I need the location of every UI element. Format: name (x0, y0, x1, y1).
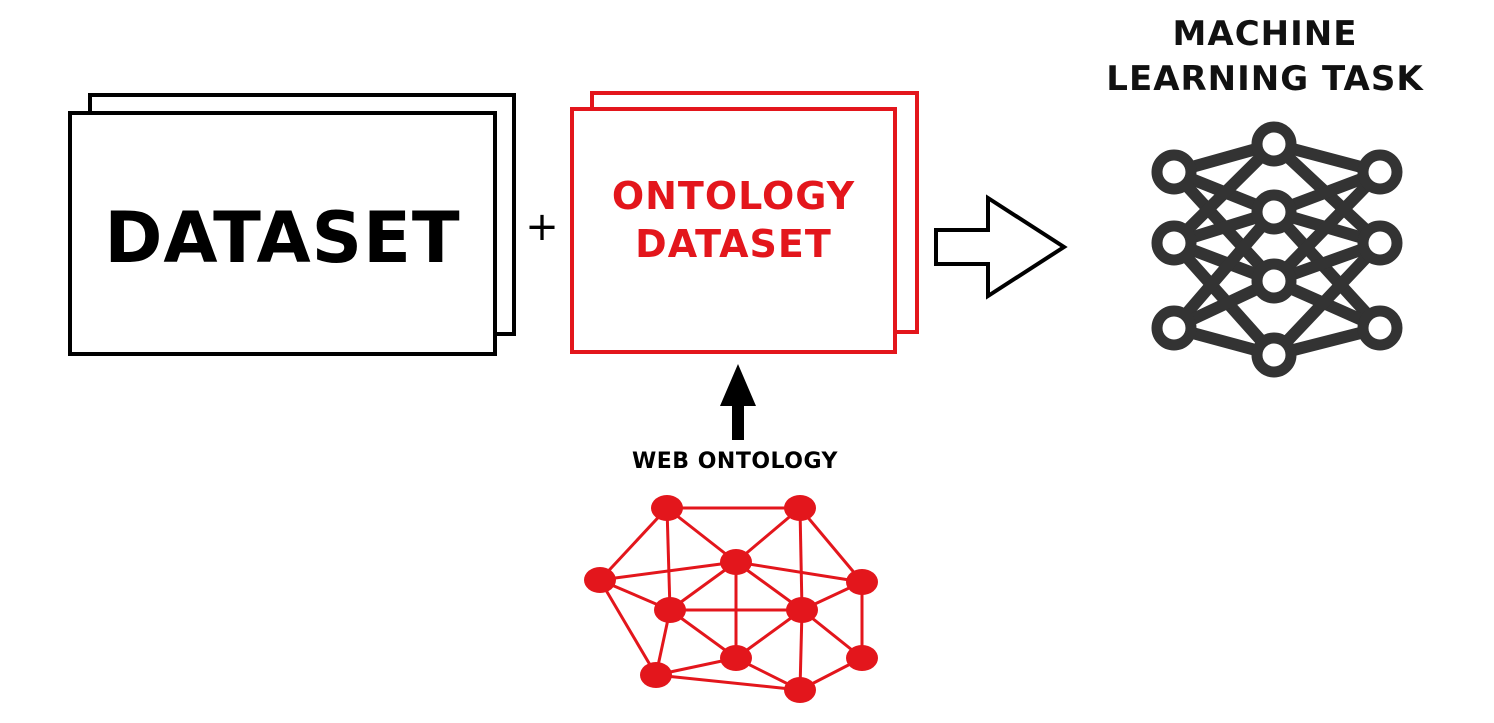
dataset-box: DATASET (68, 111, 497, 356)
ontology-dataset-label: ONTOLOGY DATASET (612, 172, 855, 268)
ontology-dataset-label-line2: DATASET (635, 221, 832, 266)
ml-task-title-line2: LEARNING TASK (1106, 59, 1424, 99)
ml-task-title: MACHINE LEARNING TASK (1070, 12, 1460, 102)
web-ontology-label: WEB ONTOLOGY (632, 449, 838, 474)
ml-task-title-line1: MACHINE (1172, 14, 1358, 54)
plus-sign: + (525, 204, 559, 250)
dataset-label: DATASET (104, 196, 461, 279)
ontology-dataset-box: ONTOLOGY DATASET (570, 107, 897, 354)
ontology-dataset-label-line1: ONTOLOGY (611, 173, 856, 218)
neural-network-icon (1151, 121, 1403, 378)
arrow-up-icon (720, 364, 756, 440)
hollow-arrow-right-icon (934, 194, 1068, 300)
ontology-graph-icon (584, 495, 878, 703)
